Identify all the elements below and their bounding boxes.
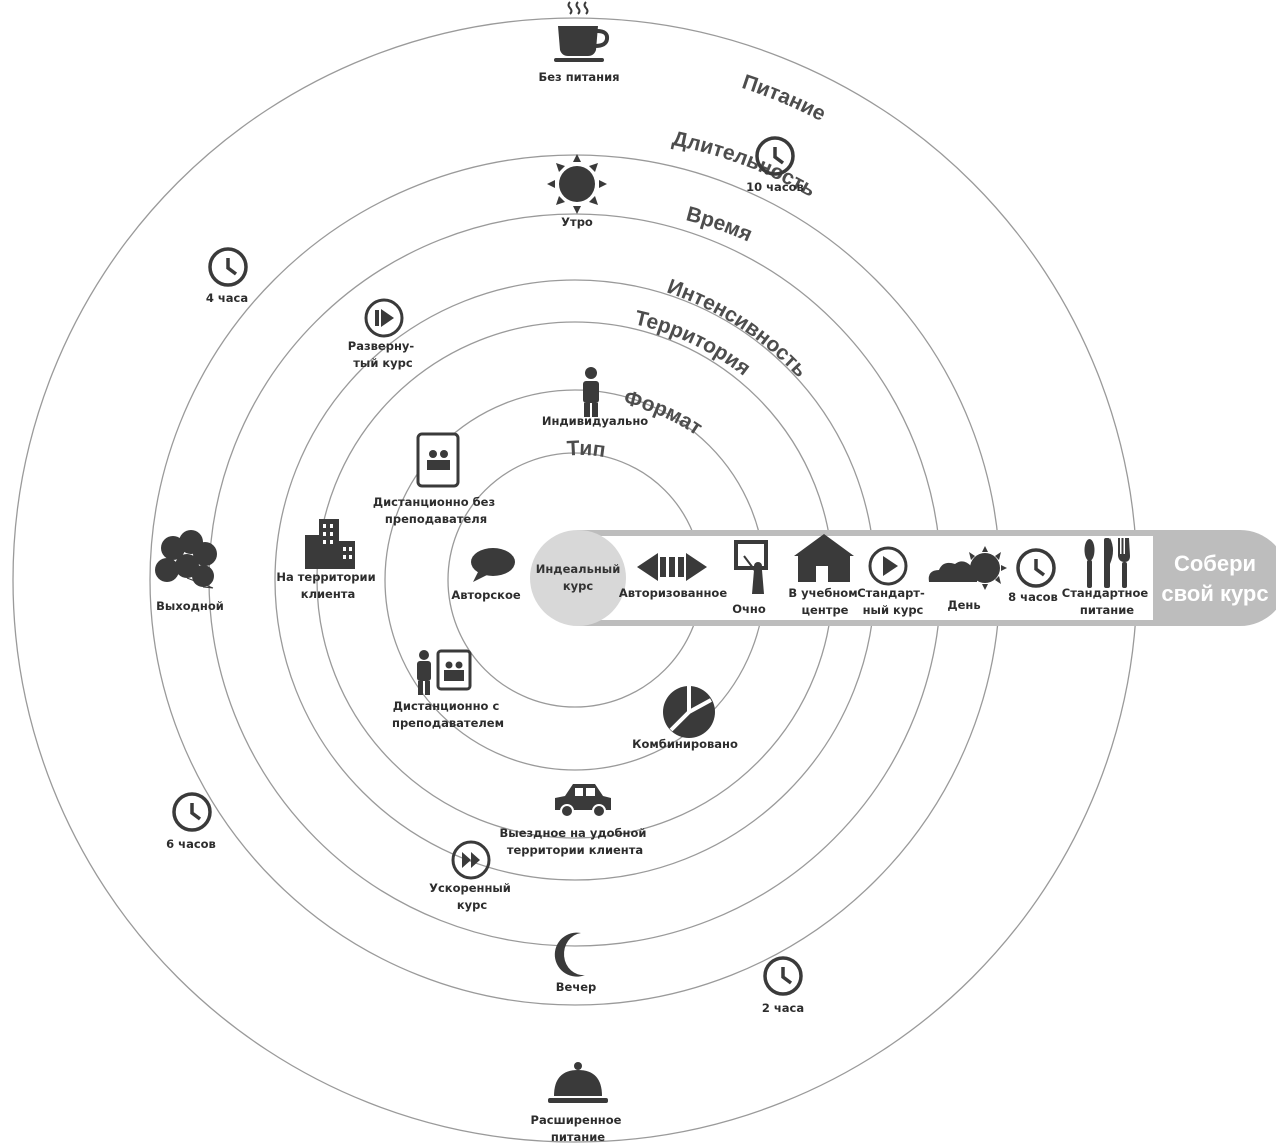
teacher-board-icon[interactable]: [734, 540, 768, 594]
double-arrow-icon[interactable]: [637, 553, 707, 581]
option-weekend[interactable]: Выходной: [156, 599, 224, 613]
cta-line1[interactable]: Собери: [1174, 551, 1256, 576]
option-labels: Авторское Авторизованное Индивидуально О…: [156, 70, 1152, 1144]
option-standard-course[interactable]: Стандарт- ный курс: [857, 586, 929, 617]
clock-icon[interactable]: [755, 136, 795, 176]
cutlery-icon[interactable]: [1084, 538, 1131, 588]
category-type: Тип: [566, 437, 607, 462]
balloons-icon[interactable]: [155, 530, 217, 589]
clock-icon[interactable]: [208, 247, 248, 287]
person-icon[interactable]: [583, 367, 599, 417]
sun-cloud-icon[interactable]: [928, 546, 1007, 590]
option-authored[interactable]: Авторское: [451, 588, 520, 602]
option-hours-4[interactable]: 4 часа: [206, 291, 248, 305]
moon-icon[interactable]: [554, 932, 585, 977]
fast-forward-icon[interactable]: [451, 840, 491, 880]
category-food: Питание: [739, 70, 829, 125]
play-bar-icon[interactable]: [364, 298, 404, 338]
option-day[interactable]: День: [947, 598, 980, 612]
option-no-food[interactable]: Без питания: [538, 70, 619, 84]
office-buildings-icon[interactable]: [305, 519, 355, 569]
option-remote-with-teacher[interactable]: Дистанционно с преподавателем: [392, 699, 504, 730]
option-authorized[interactable]: Авторизованное: [619, 586, 727, 600]
option-hours-2[interactable]: 2 часа: [762, 1001, 804, 1015]
option-individual[interactable]: Индивидуально: [542, 414, 648, 428]
option-combined[interactable]: Комбинировано: [632, 737, 738, 751]
option-accelerated[interactable]: Ускоренный курс: [429, 881, 515, 912]
band-inner: [578, 536, 1153, 620]
option-morning[interactable]: Утро: [561, 215, 593, 229]
option-training-center[interactable]: В учебном центре: [788, 586, 861, 617]
option-extended[interactable]: Разверну- тый курс: [348, 339, 418, 370]
option-standard-food[interactable]: Стандартное питание: [1062, 586, 1152, 617]
sun-icon[interactable]: [547, 154, 607, 214]
option-hours-8[interactable]: 8 часов: [1008, 590, 1058, 604]
center-line2: курс: [563, 579, 594, 593]
option-hours-6[interactable]: 6 часов: [166, 837, 216, 851]
house-icon[interactable]: [794, 534, 854, 582]
option-client-site[interactable]: На территории клиента: [276, 570, 379, 601]
clock-icon[interactable]: [763, 956, 803, 996]
cta-line2[interactable]: свой курс: [1161, 581, 1268, 606]
option-remote-no-teacher[interactable]: Дистанционно без преподавателя: [373, 495, 499, 526]
person-tablet-icon[interactable]: [417, 649, 472, 695]
center-line1: Индеальный: [536, 562, 621, 576]
option-evening[interactable]: Вечер: [556, 980, 597, 994]
play-icon[interactable]: [868, 546, 908, 586]
option-hours-10[interactable]: 10 часов: [746, 180, 804, 194]
option-extended-food[interactable]: Расширенное питание: [531, 1113, 626, 1144]
option-offsite[interactable]: Выездное на удобной территории клиента: [500, 826, 651, 857]
ideal-course-center: Индеальный курс: [530, 530, 626, 626]
tablet-icon[interactable]: [416, 432, 460, 488]
category-time: Время: [684, 202, 756, 246]
cloche-icon[interactable]: [548, 1062, 608, 1103]
build-course-band[interactable]: Собери свой курс: [578, 530, 1276, 626]
car-icon[interactable]: [555, 784, 611, 818]
category-labels: Тип Формат Территория Интенсивность Врем…: [566, 70, 829, 462]
coffee-cup-icon[interactable]: [554, 1, 610, 62]
clock-icon[interactable]: [172, 792, 212, 832]
option-in-person[interactable]: Очно: [732, 602, 766, 616]
split-circle-icon[interactable]: [663, 686, 715, 738]
speech-bubble-icon[interactable]: [471, 548, 515, 582]
clock-icon[interactable]: [1016, 548, 1056, 588]
